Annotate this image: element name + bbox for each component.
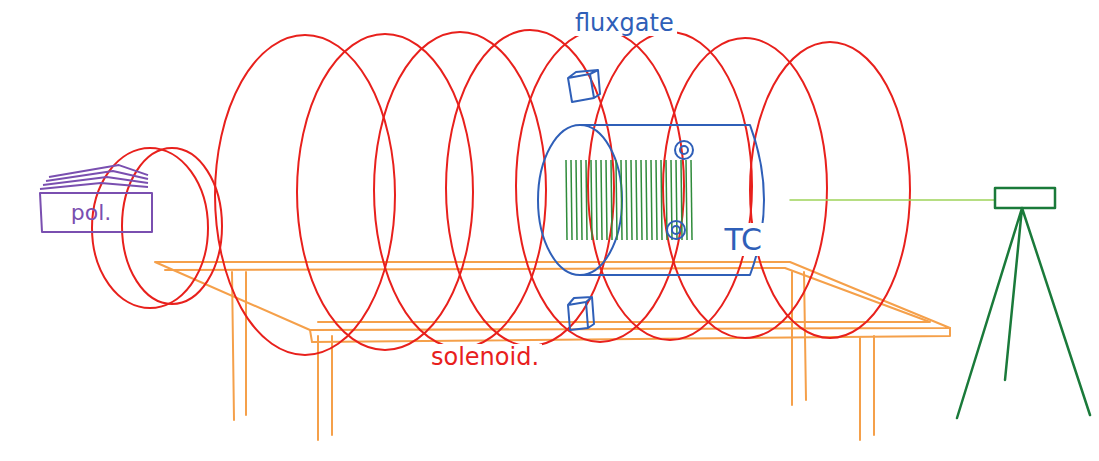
- sensor-label: fluxgate: [572, 10, 677, 36]
- cell-cylinder: TC: [536, 122, 780, 278]
- solenoid-coils: [215, 30, 910, 355]
- fluxgate-sensor: [568, 70, 600, 330]
- coil-label: solenoid.: [428, 344, 542, 370]
- tripod: [790, 188, 1090, 418]
- polarizer-box: pol.: [36, 168, 154, 234]
- cell-label: TC: [722, 223, 764, 256]
- table: [155, 262, 950, 440]
- polarizer-label: pol.: [71, 201, 112, 225]
